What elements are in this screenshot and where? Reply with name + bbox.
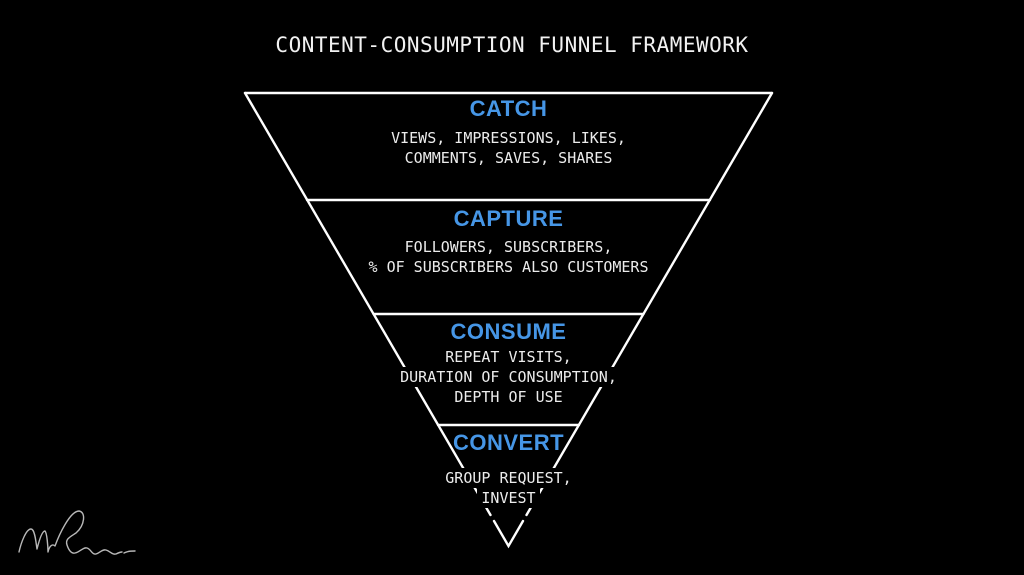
funnel-right-side (525, 91, 774, 517)
funnel-section-metrics-convert: GROUP REQUEST, INVEST (0, 468, 1017, 508)
metric-line: DEPTH OF USE (450, 387, 567, 407)
page-title: CONTENT-CONSUMPTION FUNNEL FRAMEWORK (275, 33, 749, 57)
funnel-section-label-convert: CONVERT (452, 430, 565, 455)
funnel-tip (492, 519, 525, 549)
metric-line: VIEWS, IMPRESSIONS, LIKES, (387, 128, 630, 148)
signature-mark (18, 510, 136, 555)
metric-line: FOLLOWERS, SUBSCRIBERS, (400, 237, 617, 257)
metric-line: % OF SUBSCRIBERS ALSO CUSTOMERS (364, 257, 653, 277)
funnel-section-metrics-catch: VIEWS, IMPRESSIONS, LIKES, COMMENTS, SAV… (0, 128, 1017, 168)
metric-line: DURATION OF CONSUMPTION, (396, 367, 621, 387)
metric-line: COMMENTS, SAVES, SHARES (400, 148, 617, 168)
funnel-left-side (243, 91, 492, 517)
funnel-section-label-consume: CONSUME (450, 319, 567, 344)
metric-line: GROUP REQUEST, (441, 468, 576, 488)
funnel-section-label-capture: CAPTURE (453, 206, 564, 231)
funnel-section-metrics-capture: FOLLOWERS, SUBSCRIBERS, % OF SUBSCRIBERS… (0, 237, 1017, 277)
metric-line: INVEST (477, 488, 540, 508)
funnel-section-metrics-consume: REPEAT VISITS, DURATION OF CONSUMPTION, … (0, 347, 1017, 407)
metric-line: REPEAT VISITS, (441, 347, 576, 367)
funnel-section-label-catch: CATCH (469, 96, 548, 121)
